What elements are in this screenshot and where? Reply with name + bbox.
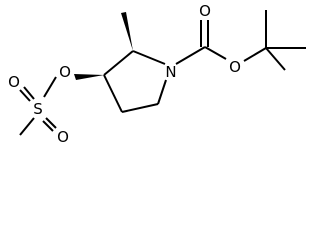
- atom-label-sulfur: S: [33, 100, 43, 118]
- bond-sulfur-o-bottom-b: [42, 120, 54, 132]
- bond-c3-c4: [103, 74, 123, 113]
- bond-c5-n: [157, 79, 167, 105]
- wedge-bond-methyl: [121, 12, 133, 51]
- atom-label-sulfonyl-o-bottom: O: [57, 128, 69, 146]
- bond-carbonyl-c-ester-o: [204, 46, 227, 60]
- bond-sulfur-methyl: [19, 117, 35, 136]
- bond-c4-c5: [121, 103, 159, 113]
- bond-n-c2: [132, 50, 166, 65]
- bond-ester-o-quaternary-c: [243, 47, 267, 62]
- atom-label-sulfonyl-o-top: O: [8, 73, 20, 91]
- wedge-bond-ether-oxygen: [74, 74, 104, 80]
- bond-sulfur-o-top-b: [23, 86, 35, 100]
- atom-label-ether-o: O: [59, 63, 71, 81]
- atom-label-ester-o: O: [229, 58, 241, 76]
- bond-sulfur-o-bottom-a: [45, 117, 57, 129]
- bond-n-carbonyl-c: [175, 46, 206, 65]
- bond-ether-o-sulfur: [43, 76, 57, 98]
- bond-c2-c3: [103, 50, 134, 76]
- structure-diagram: N O O O S O O: [8, 2, 306, 146]
- bond-tbu-methyl-bottom: [265, 47, 286, 71]
- atom-label-ring-n: N: [165, 63, 176, 81]
- atom-label-carbonyl-o: O: [199, 2, 211, 20]
- bond-sulfur-o-top-a: [19, 89, 31, 102]
